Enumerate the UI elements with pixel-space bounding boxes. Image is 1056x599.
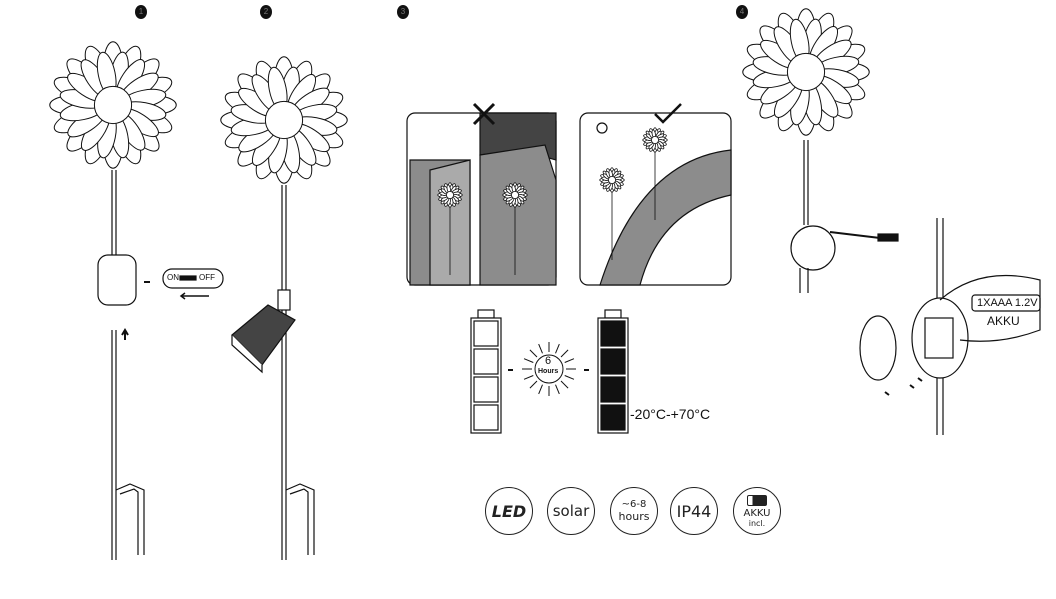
charge-hours-value: 6 (545, 355, 552, 367)
sun-ray (564, 375, 575, 380)
battery-empty (470, 309, 502, 434)
step-number-2: 2 (260, 5, 272, 19)
stake-step2 (231, 185, 315, 560)
switch-off-label: OFF (199, 273, 215, 282)
sun-ray (529, 380, 538, 389)
sun-ray (555, 384, 560, 395)
sun-ray (538, 384, 543, 395)
sun-ray (523, 358, 534, 363)
switch-on-label: ON (167, 273, 179, 282)
ip-rating-label: IP44 (676, 501, 712, 521)
step-number-4: 4 (736, 5, 748, 19)
sunflower-step2 (220, 56, 348, 184)
step4-parts (790, 140, 1041, 435)
sunflower-step1 (49, 41, 177, 169)
battery-full (597, 309, 629, 434)
solar-label: solar (552, 502, 590, 520)
led-badge: LED (485, 487, 533, 535)
mini-flower-0 (437, 182, 463, 208)
mini-flower-2 (599, 167, 625, 193)
step-number-3: 3 (397, 5, 409, 19)
akku-badge: AKKU incl. (733, 487, 781, 535)
step-number-1: 1 (135, 5, 147, 19)
solar-badge: solar (547, 487, 595, 535)
runtime-unit: hours (618, 510, 650, 523)
sun-ray (555, 343, 560, 354)
battery-icon (747, 494, 767, 506)
temperature-range: -20°C-+70°C (630, 406, 711, 422)
sun-icon (508, 342, 589, 396)
sun-ray (529, 349, 538, 358)
sun-ray (538, 343, 543, 354)
placement-correct-panel (579, 103, 732, 286)
charge-hours-label: Hours (538, 368, 559, 375)
akku-included-label: incl. (748, 518, 766, 528)
mini-flower-1 (502, 182, 528, 208)
stake-step1 (97, 170, 224, 560)
battery-kind-label: AKKU (987, 314, 1020, 328)
sun-ray (560, 380, 569, 389)
led-label: LED (491, 501, 527, 521)
sun-ray (560, 349, 569, 358)
sun-ray (564, 358, 575, 363)
akku-label: AKKU (743, 507, 771, 519)
battery-type-label: 1XAAA 1.2V (977, 297, 1038, 309)
ip-rating-badge: IP44 (670, 487, 718, 535)
mini-flower-3 (642, 127, 668, 153)
placement-wrong-panel (406, 102, 557, 286)
runtime-value: ~6-8 (621, 499, 647, 510)
sun-ray (523, 375, 534, 380)
sunflower-step4 (742, 8, 870, 136)
